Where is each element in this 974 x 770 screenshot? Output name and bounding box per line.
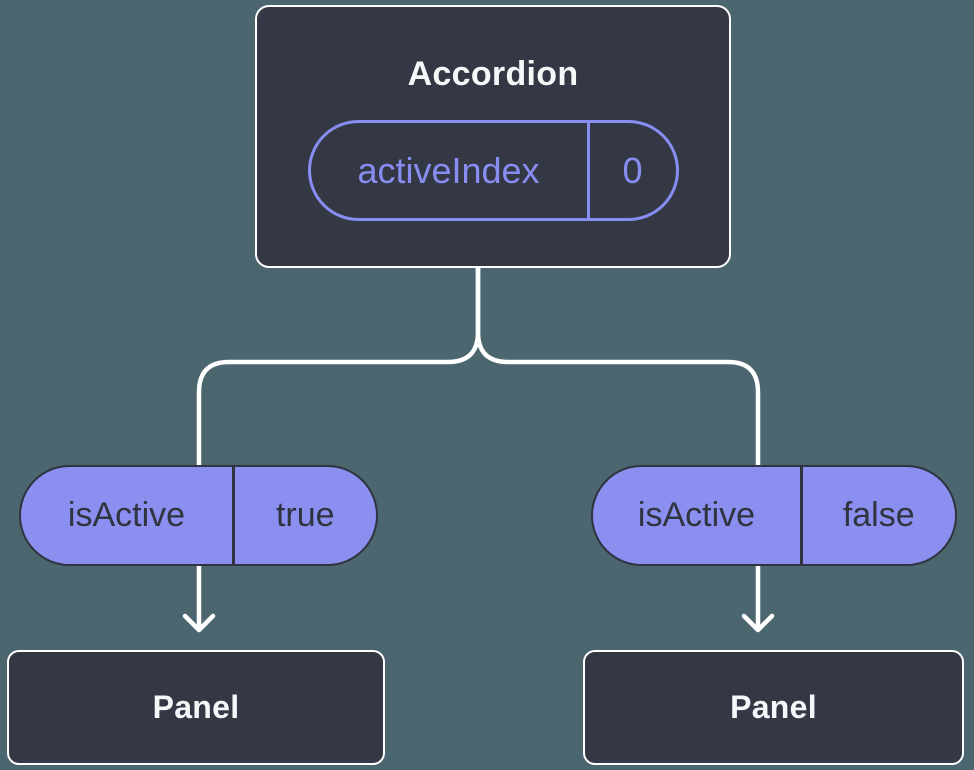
panel-node-title: Panel <box>730 689 817 725</box>
state-value: 0 <box>622 149 643 191</box>
panel-node-left: Panel <box>7 650 385 765</box>
state-pill: activeIndex 0 <box>307 120 679 221</box>
accordion-node: Accordion activeIndex 0 <box>255 5 731 268</box>
arrow-down-icon <box>182 613 216 633</box>
arrow-down-icon <box>741 613 775 633</box>
pill-divider <box>800 467 803 564</box>
prop-name: isActive <box>67 496 186 534</box>
panel-node-title: Panel <box>152 689 240 725</box>
prop-pill-right: isActive false <box>591 465 957 566</box>
tree-connector-left <box>196 263 481 632</box>
state-name: activeIndex <box>357 149 540 191</box>
prop-value: false <box>842 496 915 534</box>
prop-value: true <box>275 496 335 534</box>
tree-connector-right <box>475 263 761 632</box>
panel-node-right: Panel <box>583 650 964 765</box>
prop-pill-left: isActive true <box>19 465 378 566</box>
accordion-node-title: Accordion <box>407 55 579 93</box>
pill-divider <box>232 467 235 564</box>
pill-divider <box>586 123 590 218</box>
prop-name: isActive <box>637 496 756 534</box>
